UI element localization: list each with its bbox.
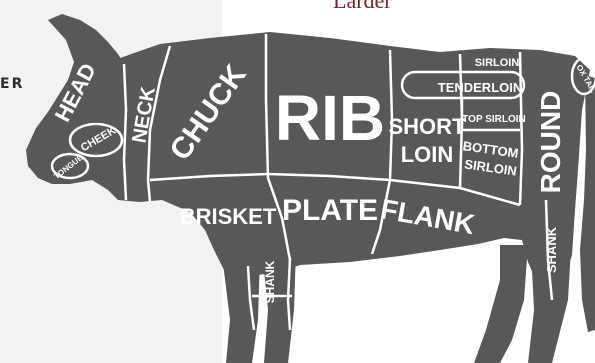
label-shank-front: SHANK [263, 260, 277, 303]
label-shank-rear: SHANK [544, 226, 559, 273]
label-short-loin-1: SHORT [389, 114, 467, 139]
cow-tail [580, 75, 595, 332]
label-short-loin-2: LOIN [401, 142, 454, 167]
label-sirloin: SIRLOIN [475, 57, 520, 69]
label-rib: RIB [275, 82, 385, 154]
label-top-sirloin: TOP SIRLOIN [462, 114, 526, 125]
label-round: ROUND [535, 91, 566, 194]
label-tenderloin: TENDERLOIN [438, 80, 523, 95]
rear-leg-left [474, 245, 528, 363]
label-plate: PLATE [282, 194, 378, 227]
label-brisket: BRISKET [180, 204, 277, 229]
